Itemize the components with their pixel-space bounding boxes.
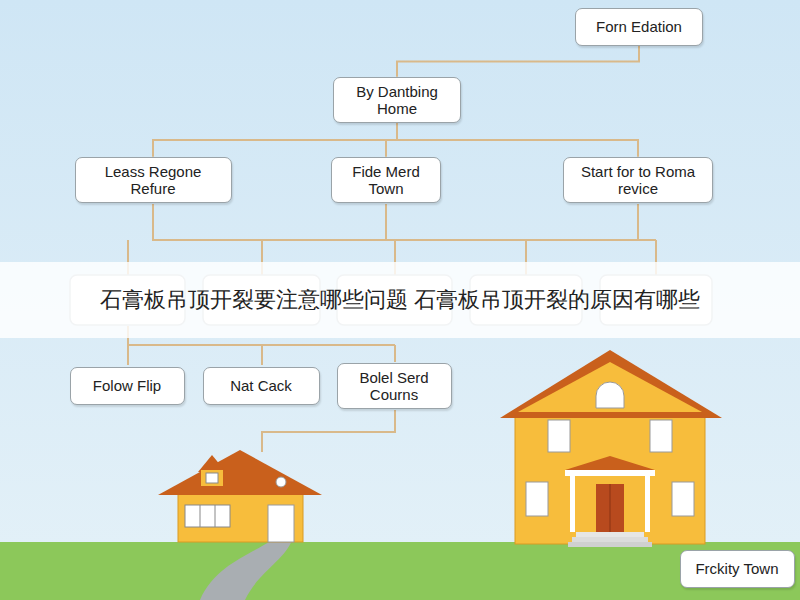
tree-box: Frckity Town: [680, 550, 795, 588]
box-label: Fide Merd Town: [342, 163, 430, 198]
box-label: By Dantbing Home: [344, 83, 450, 118]
tree-connector: [397, 123, 638, 157]
grass: [0, 542, 800, 600]
box-label: Leass Regone Refure: [86, 163, 221, 198]
tree-box: Fide Merd Town: [331, 157, 441, 204]
tree-box: Nat Cack: [203, 367, 320, 405]
path: [200, 540, 292, 600]
tree-box: Forn Edation: [575, 8, 703, 46]
tree-box: By Dantbing Home: [333, 77, 461, 124]
page-title: 石膏板吊顶开裂要注意哪些问题 石膏板吊顶开裂的原因有哪些: [0, 285, 800, 315]
box-label: Nat Cack: [214, 377, 309, 394]
tree-box: Start for to Roma revice: [563, 157, 713, 204]
box-label: Frckity Town: [691, 560, 784, 577]
tree-connector: [386, 123, 397, 157]
big-house: [500, 350, 722, 547]
tree-connector: [397, 46, 639, 77]
box-label: Folow Flip: [81, 377, 174, 394]
box-label: Bolel Serd Courns: [348, 369, 441, 404]
tree-connector: [153, 123, 397, 157]
tree-box: Leass Regone Refure: [75, 157, 232, 204]
small-house: [158, 450, 322, 542]
box-label: Start for to Roma revice: [574, 163, 702, 198]
tree-box: Folow Flip: [70, 367, 185, 405]
title-band: [0, 262, 800, 338]
tree-box: Bolel Serd Courns: [337, 363, 452, 410]
box-label: Forn Edation: [586, 18, 692, 35]
